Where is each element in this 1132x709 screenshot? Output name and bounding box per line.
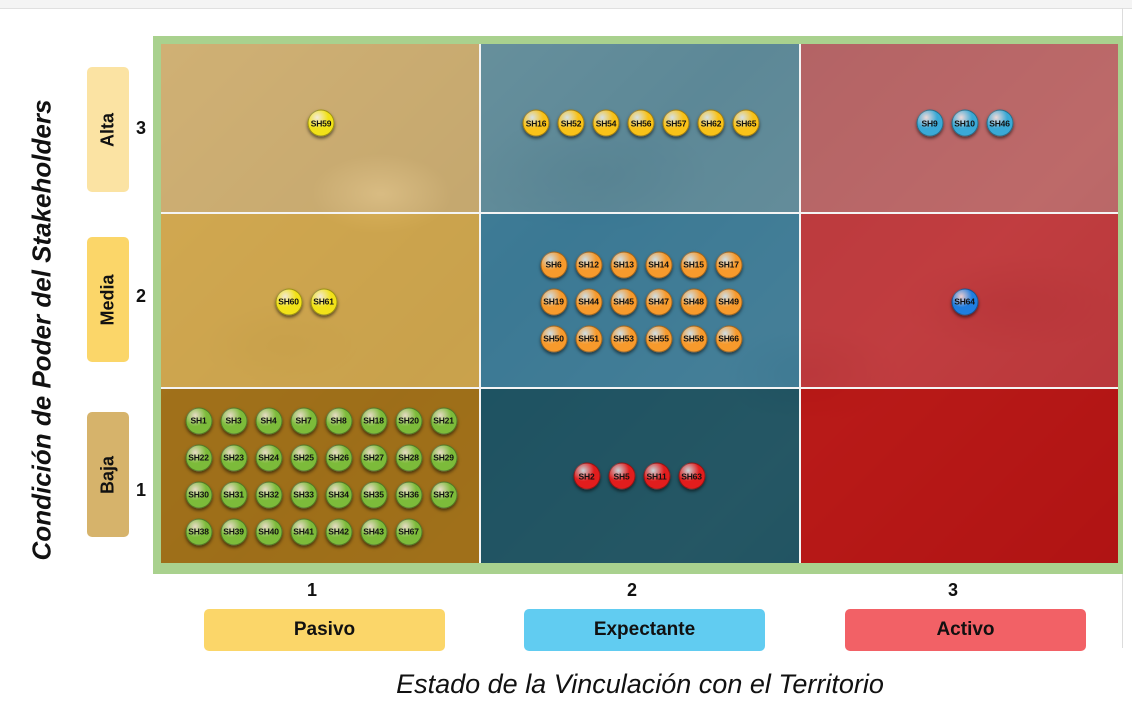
- stakeholder-marker: SH6: [540, 251, 567, 278]
- stakeholder-marker: SH11: [643, 462, 670, 490]
- stakeholder-marker: SH50: [540, 325, 567, 352]
- y-tick-1: 1: [135, 480, 146, 500]
- stakeholder-marker: SH21: [430, 407, 457, 434]
- stakeholder-marker: SH62: [697, 109, 725, 137]
- stakeholder-marker: SH16: [522, 109, 550, 137]
- stakeholder-marker: SH59: [307, 109, 335, 137]
- x-tick-1: 1: [306, 580, 317, 600]
- stakeholder-marker: SH7: [290, 407, 317, 434]
- x-level-pasivo-badge: Pasivo: [204, 609, 445, 651]
- stakeholder-marker: SH28: [395, 444, 422, 471]
- matrix-cell-power1-state3: [801, 389, 1118, 563]
- stakeholder-marker: SH44: [575, 288, 602, 315]
- stakeholder-marker: SH49: [715, 288, 742, 315]
- stakeholder-marker: SH54: [592, 109, 620, 137]
- stakeholder-marker: SH22: [185, 444, 212, 471]
- y-axis-title: Condición de Poder del Stakeholders: [26, 99, 57, 561]
- x-tick-2: 2: [626, 580, 637, 600]
- stakeholder-marker: SH39: [220, 518, 247, 545]
- stakeholder-marker: SH27: [360, 444, 387, 471]
- y-level-baja-badge: Baja: [87, 412, 129, 537]
- stakeholder-marker: SH46: [986, 109, 1013, 137]
- x-level-activo-badge: Activo: [845, 609, 1086, 651]
- stakeholder-marker: SH15: [680, 251, 707, 278]
- stakeholder-marker: SH65: [732, 109, 760, 137]
- stakeholder-marker: SH64: [951, 288, 978, 315]
- stakeholder-marker: SH14: [645, 251, 672, 278]
- stakeholder-marker: SH9: [916, 109, 943, 137]
- stakeholder-marker: SH58: [680, 325, 707, 352]
- stakeholder-marker: SH48: [680, 288, 707, 315]
- stakeholder-marker: SH23: [220, 444, 247, 471]
- stakeholder-marker: SH53: [610, 325, 637, 352]
- stakeholder-marker: SH24: [255, 444, 282, 471]
- stakeholder-marker: SH31: [220, 481, 247, 508]
- stakeholder-marker: SH34: [325, 481, 352, 508]
- stakeholder-marker: SH51: [575, 325, 602, 352]
- stakeholder-marker: SH3: [220, 407, 247, 434]
- stakeholder-marker: SH55: [645, 325, 672, 352]
- stakeholder-marker: SH37: [430, 481, 457, 508]
- stakeholder-marker: SH8: [325, 407, 352, 434]
- stakeholder-marker: SH42: [325, 518, 352, 545]
- stakeholder-marker: SH36: [395, 481, 422, 508]
- stakeholder-marker: SH52: [557, 109, 585, 137]
- stakeholder-marker: SH18: [360, 407, 387, 434]
- stakeholder-marker: SH4: [255, 407, 282, 434]
- stakeholder-marker: SH33: [290, 481, 317, 508]
- stakeholder-marker: SH57: [662, 109, 690, 137]
- stakeholder-marker: SH43: [360, 518, 387, 545]
- x-axis-title: Estado de la Vinculación con el Territor…: [396, 669, 884, 699]
- stakeholder-marker: SH1: [185, 407, 212, 434]
- stakeholder-marker: SH20: [395, 407, 422, 434]
- stakeholder-marker: SH41: [290, 518, 317, 545]
- stakeholder-marker: SH56: [627, 109, 655, 137]
- stakeholder-marker: SH19: [540, 288, 567, 315]
- y-level-alta-badge: Alta: [87, 67, 129, 192]
- top-border: [0, 0, 1132, 9]
- stakeholder-marker: SH30: [185, 481, 212, 508]
- y-level-media-label: Media: [97, 273, 118, 326]
- y-level-alta-label: Alta: [97, 112, 118, 147]
- stakeholder-marker: SH32: [255, 481, 282, 508]
- stakeholder-marker: SH63: [678, 462, 705, 490]
- matrix-cell-power2-state2: [481, 214, 801, 389]
- stakeholder-marker: SH40: [255, 518, 282, 545]
- stakeholder-marker: SH26: [325, 444, 352, 471]
- y-tick-2: 2: [135, 286, 146, 306]
- stakeholder-marker: SH60: [275, 288, 302, 315]
- stakeholder-marker: SH10: [951, 109, 978, 137]
- y-level-media-badge: Media: [87, 237, 129, 362]
- stakeholder-marker: SH45: [610, 288, 637, 315]
- stakeholder-marker: SH25: [290, 444, 317, 471]
- matrix-cell-power1-state1: [161, 389, 481, 563]
- stakeholder-marker: SH29: [430, 444, 457, 471]
- stakeholder-marker: SH2: [573, 462, 600, 490]
- x-level-expectante-badge: Expectante: [524, 609, 765, 651]
- matrix-cell-power1-state2: [481, 389, 801, 563]
- stakeholder-marker: SH38: [185, 518, 212, 545]
- stakeholder-marker: SH5: [608, 462, 635, 490]
- y-level-baja-label: Baja: [97, 455, 118, 494]
- stakeholder-marker: SH12: [575, 251, 602, 278]
- stakeholder-marker: SH67: [395, 518, 422, 545]
- stakeholder-marker: SH66: [715, 325, 742, 352]
- stakeholder-marker: SH47: [645, 288, 672, 315]
- stakeholder-marker: SH17: [715, 251, 742, 278]
- stakeholder-marker: SH35: [360, 481, 387, 508]
- stakeholder-marker: SH61: [310, 288, 337, 315]
- stakeholder-marker: SH13: [610, 251, 637, 278]
- y-tick-3: 3: [135, 118, 146, 138]
- x-tick-3: 3: [947, 580, 958, 600]
